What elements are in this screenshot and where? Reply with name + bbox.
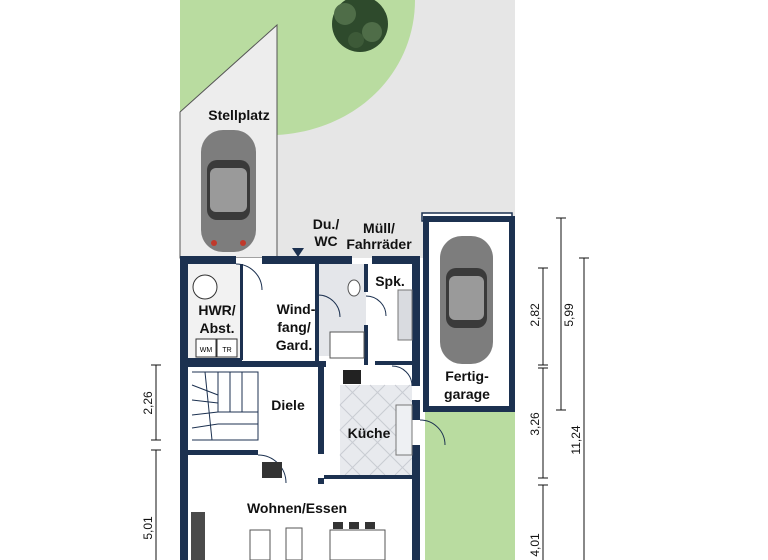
room-label-du-wc-1: Du./ [313, 216, 340, 232]
washer-label: WM [200, 347, 213, 354]
garage-car-icon [440, 236, 493, 364]
room-label-muell-2: Fahrräder [346, 236, 412, 252]
room-label-windfang-1: Wind- [277, 301, 316, 317]
sofa-icon [191, 512, 303, 560]
room-label-hwr-2: Abst. [200, 320, 235, 336]
dimension-label-226: 2,26 [141, 391, 155, 415]
room-label-windfang-3: Gard. [276, 337, 313, 353]
room-label-stellplatz: Stellplatz [208, 107, 269, 123]
dimension-label-282: 2,82 [528, 303, 542, 327]
dimension-label-1124: 11,24 [569, 425, 583, 454]
tree-icon [332, 0, 388, 52]
dimension-label-401: 4,01 [528, 533, 542, 557]
room-label-spk: Spk. [375, 273, 405, 289]
room-label-du-wc-2: WC [314, 233, 337, 249]
room-label-hwr-1: HWR/ [198, 302, 235, 318]
dimension-label-326: 3,26 [528, 412, 542, 436]
tv-unit-icon [262, 462, 282, 478]
room-label-garage-2: garage [444, 386, 490, 402]
kitchen-counter [395, 404, 413, 456]
room-label-diele: Diele [271, 397, 305, 413]
toilet-icon [347, 279, 361, 297]
dryer-icon [216, 338, 238, 358]
washer-icon [195, 338, 217, 358]
room-label-muell-1: Müll/ [363, 220, 395, 236]
shower-tray-icon [329, 331, 365, 359]
car-icon [201, 130, 256, 252]
staircase [191, 371, 259, 441]
room-label-kueche: Küche [348, 425, 391, 441]
room-label-wohnen: Wohnen/Essen [247, 500, 347, 516]
dimension-label-501: 5,01 [141, 516, 155, 540]
walls [180, 256, 420, 560]
room-label-windfang-2: fang/ [277, 319, 311, 335]
room-label-garage-1: Fertig- [445, 368, 489, 384]
dryer-label: TR [222, 347, 231, 354]
dimension-lines [151, 217, 589, 560]
stove-icon [343, 370, 361, 384]
back-lawn [425, 410, 515, 560]
storage-shelf-icon [397, 289, 413, 341]
dimension-label-599: 5,99 [562, 303, 576, 327]
entrance-arrow-icon [292, 248, 304, 257]
boiler-icon [192, 274, 218, 300]
dining-table-icon [329, 522, 386, 560]
